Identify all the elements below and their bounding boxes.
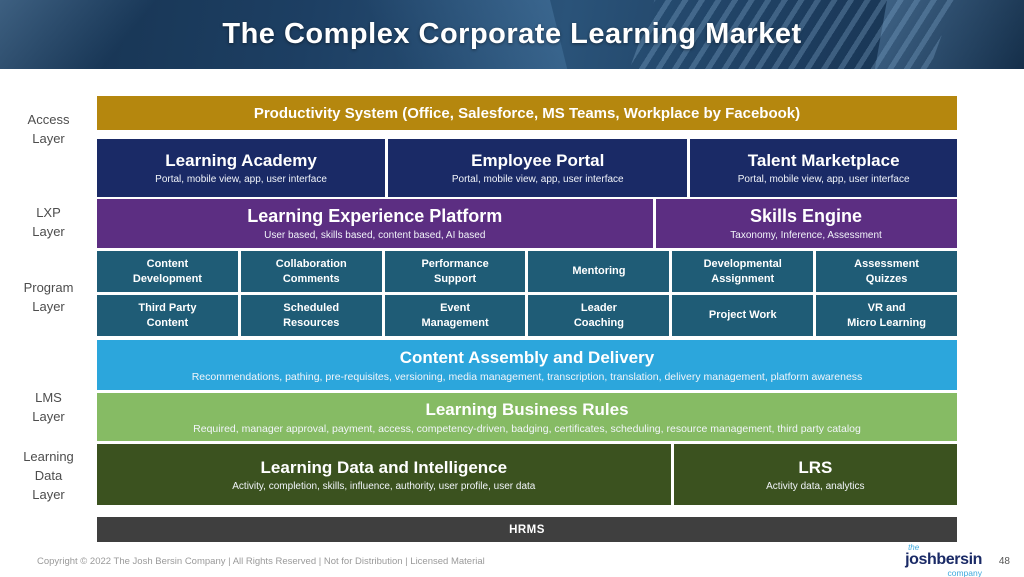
program-cell-mentoring: Mentoring: [528, 251, 670, 292]
layer-label-lxp: LXP Layer: [32, 205, 65, 239]
layer-label-learning-data: Learning Data Layer: [23, 449, 74, 502]
block-hrms: HRMS: [97, 517, 957, 542]
block-subtitle: Portal, mobile view, app, user interface: [737, 174, 910, 185]
block-title: HRMS: [509, 523, 545, 536]
program-cell-content-development: Content Development: [97, 251, 238, 292]
layer-label-program: Program Layer: [23, 280, 74, 314]
block-productivity-system: Productivity System (Office, Salesforce,…: [97, 96, 957, 130]
block-title: Learning Data and Intelligence: [260, 457, 508, 477]
copyright-notice: Copyright © 2022 The Josh Bersin Company…: [37, 556, 485, 567]
block-talent-marketplace: Talent Marketplace Portal, mobile view, …: [690, 139, 957, 197]
block-title: Productivity System (Office, Salesforce,…: [253, 104, 801, 122]
block-learning-academy: Learning Academy Portal, mobile view, ap…: [97, 139, 386, 197]
block-skills-engine: Skills Engine Taxonomy, Inference, Asses…: [655, 199, 957, 248]
program-cell-event-management: Event Management: [384, 295, 526, 336]
block-title: Content Assembly and Delivery: [399, 347, 655, 367]
block-title: Skills Engine: [750, 206, 863, 226]
block-title: Talent Marketplace: [747, 151, 900, 170]
page-title: The Complex Corporate Learning Market: [222, 18, 802, 50]
page-number: 48: [998, 556, 1010, 567]
logo-the: the: [908, 543, 920, 552]
program-cell-collaboration-comments: Collaboration Comments: [240, 251, 382, 292]
program-cell-scheduled-resources: Scheduled Resources: [240, 295, 382, 336]
program-cell-performance-support: Performance Support: [384, 251, 526, 292]
program-cell-project-work: Project Work: [672, 295, 814, 336]
logo-company: company: [947, 568, 983, 577]
program-cell-vr-micro-learning: VR and Micro Learning: [816, 295, 957, 336]
program-cell-third-party-content: Third Party Content: [97, 295, 238, 336]
program-cell-leader-coaching: Leader Coaching: [528, 295, 670, 336]
block-lrs: LRS Activity data, analytics: [673, 444, 957, 505]
block-subtitle: Portal, mobile view, app, user interface: [451, 174, 624, 185]
block-title: Learning Academy: [165, 151, 317, 170]
block-title: Learning Business Rules: [425, 399, 629, 419]
program-grid: Content Development Collaboration Commen…: [97, 251, 957, 336]
block-learning-business-rules: Learning Business Rules Required, manage…: [97, 393, 957, 441]
block-subtitle: Recommendations, pathing, pre-requisites…: [191, 370, 863, 383]
block-learning-experience-platform: Learning Experience Platform User based,…: [97, 199, 653, 248]
block-learning-data-intelligence: Learning Data and Intelligence Activity,…: [97, 444, 671, 505]
block-subtitle: Taxonomy, Inference, Assessment: [730, 230, 882, 241]
block-title: Employee Portal: [471, 151, 605, 170]
program-cell-developmental-assignment: Developmental Assignment: [672, 251, 814, 292]
block-title: LRS: [798, 457, 833, 477]
header-banner: The Complex Corporate Learning Market: [0, 0, 1024, 69]
block-employee-portal: Employee Portal Portal, mobile view, app…: [388, 139, 688, 197]
layer-label-lms: LMS Layer: [32, 390, 65, 424]
block-content-assembly-delivery: Content Assembly and Delivery Recommenda…: [97, 340, 957, 390]
block-subtitle: User based, skills based, content based,…: [264, 230, 486, 241]
block-subtitle: Portal, mobile view, app, user interface: [155, 174, 327, 185]
layer-label-access: Access Layer: [27, 112, 70, 146]
block-subtitle: Activity data, analytics: [766, 480, 865, 492]
logo-name: joshbersin: [905, 551, 982, 568]
block-subtitle: Activity, completion, skills, influence,…: [232, 480, 536, 492]
block-subtitle: Required, manager approval, payment, acc…: [193, 422, 861, 435]
block-title: Learning Experience Platform: [247, 206, 503, 226]
joshbersin-logo: the joshbersin company: [905, 544, 982, 577]
program-cell-assessment-quizzes: Assessment Quizzes: [816, 251, 957, 292]
